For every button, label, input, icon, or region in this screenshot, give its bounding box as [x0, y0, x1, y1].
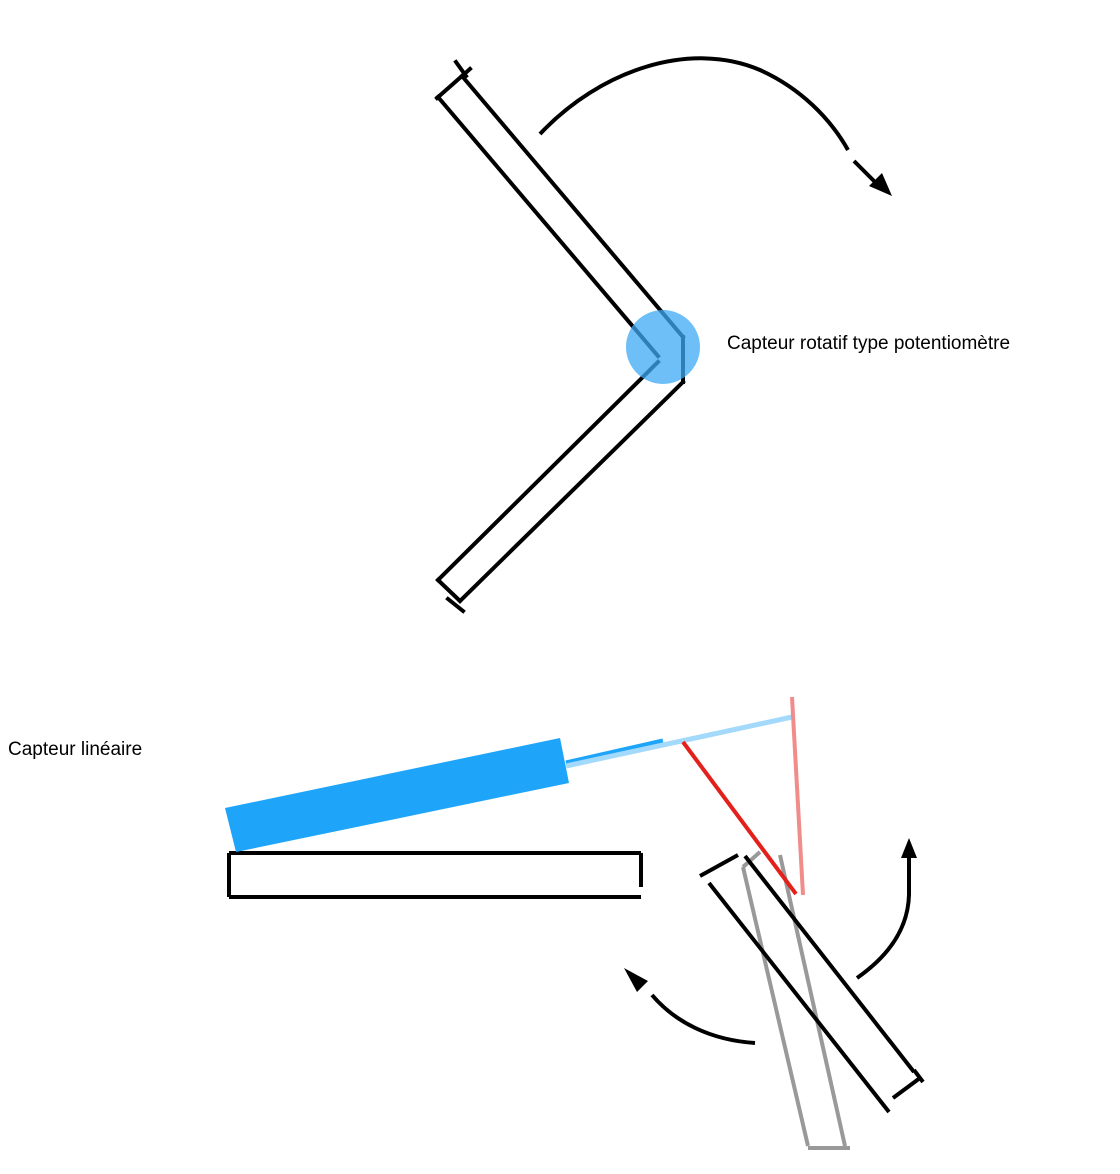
ghost-arm — [741, 850, 850, 1150]
linear-sensor-body — [225, 738, 569, 852]
linear-sensor-label: Capteur linéaire — [8, 739, 143, 760]
rotary-joint-diagram — [434, 56, 892, 614]
linear-sensor-rod — [565, 738, 664, 766]
base-plate — [227, 851, 643, 899]
up-arrow-head-icon — [901, 838, 917, 858]
linear-sensor-diagram — [225, 696, 925, 1150]
moving-arm — [699, 853, 925, 1114]
upper-arm — [434, 59, 686, 359]
linear-sensor-rod-extended — [565, 714, 793, 769]
left-arrow-head-icon — [624, 968, 648, 992]
up-rotation-arrow — [855, 858, 911, 980]
left-rotation-arrow — [650, 993, 756, 1045]
red-linkage — [681, 740, 798, 896]
rotary-sensor-label: Capteur rotatif type potentiomètre — [727, 333, 1011, 354]
rotary-sensor-disc — [626, 310, 700, 384]
arrow-head-icon — [869, 173, 892, 196]
rotation-arrow — [538, 56, 850, 151]
red-linkage-extended — [790, 696, 805, 896]
